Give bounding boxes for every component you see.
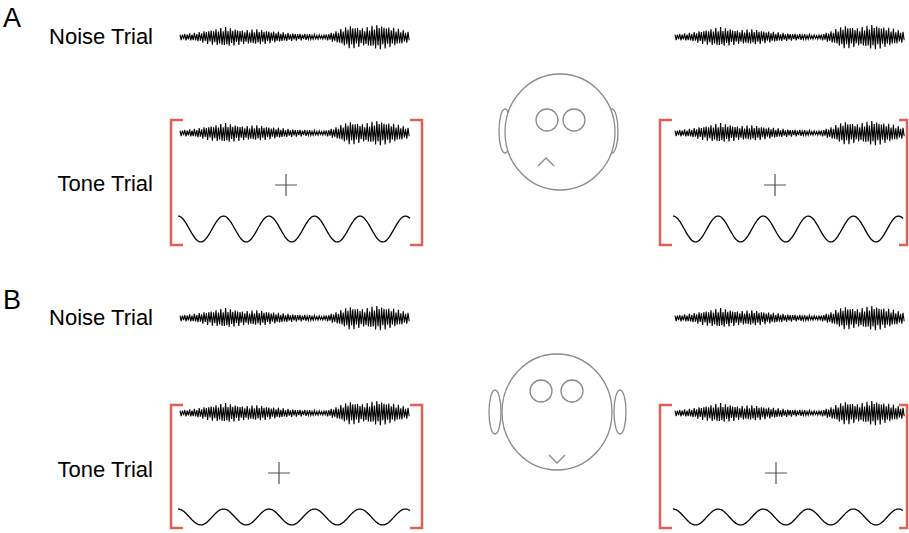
tone-waveform bbox=[673, 216, 903, 242]
label-slot: B bbox=[3, 287, 21, 314]
plus-signs bbox=[268, 174, 787, 484]
tone-waveform bbox=[178, 509, 410, 525]
panel-letter: B bbox=[3, 287, 21, 314]
row-label: Noise Trial bbox=[49, 26, 153, 48]
row-label: Tone Trial bbox=[58, 459, 153, 481]
bracket bbox=[660, 120, 672, 245]
frown-mouth bbox=[538, 158, 554, 166]
bracket bbox=[410, 120, 422, 245]
label-slot: Tone Trial bbox=[58, 459, 153, 481]
plus-sign bbox=[765, 462, 787, 484]
panel-letter: A bbox=[3, 5, 21, 32]
label-slot: A bbox=[3, 5, 21, 32]
label-slot: Noise Trial bbox=[49, 26, 153, 48]
bracket bbox=[171, 120, 183, 245]
noise-waveform bbox=[675, 25, 904, 49]
bracket bbox=[171, 405, 183, 528]
noise-waveform bbox=[180, 306, 409, 330]
label-slot: Tone Trial bbox=[58, 173, 153, 195]
listener-face bbox=[499, 74, 618, 190]
tone-waveform bbox=[673, 509, 903, 525]
listener-face bbox=[489, 354, 626, 470]
noise-waveform bbox=[180, 25, 409, 49]
eye bbox=[563, 109, 585, 131]
bracket bbox=[410, 405, 422, 528]
bracket bbox=[660, 405, 672, 528]
noise-waveform bbox=[675, 401, 904, 425]
head bbox=[505, 74, 615, 190]
ear bbox=[489, 390, 501, 434]
head bbox=[502, 354, 612, 470]
plus-sign bbox=[764, 174, 786, 196]
smile-mouth bbox=[549, 455, 565, 463]
noise-waveform bbox=[180, 121, 409, 145]
bracket bbox=[899, 405, 907, 528]
label-slot: Noise Trial bbox=[49, 307, 153, 329]
ear bbox=[614, 390, 626, 434]
row-label: Noise Trial bbox=[49, 307, 153, 329]
noise-waveform bbox=[675, 121, 904, 145]
eye bbox=[561, 380, 583, 402]
tone-waveform bbox=[178, 216, 410, 242]
plus-sign bbox=[268, 462, 290, 484]
plus-sign bbox=[275, 174, 297, 196]
eye bbox=[530, 380, 552, 402]
noise-waveform bbox=[180, 401, 409, 425]
eye bbox=[536, 109, 558, 131]
row-label: Tone Trial bbox=[58, 173, 153, 195]
bracket bbox=[899, 120, 907, 245]
noise-waveform bbox=[675, 306, 904, 330]
